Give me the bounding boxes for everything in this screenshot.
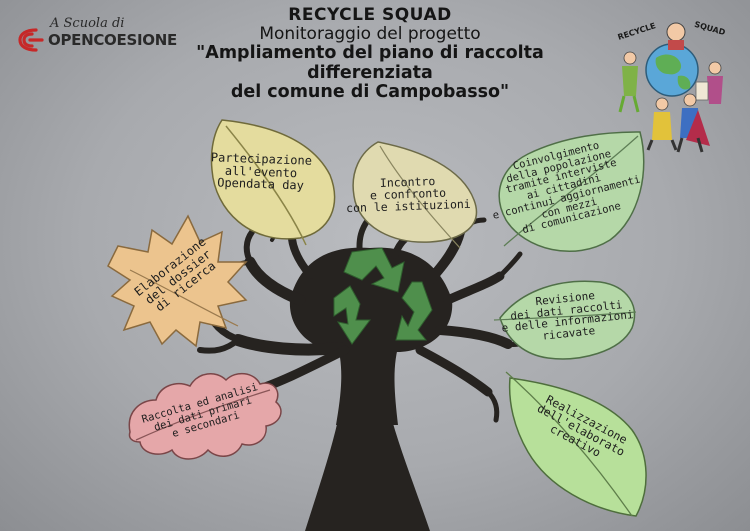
- leaf-bottom-left: [128, 372, 282, 460]
- recycle-squad-mascot-icon: [618, 22, 723, 153]
- leaf-bottom-right: [505, 371, 647, 517]
- leaf-top-right: [498, 131, 645, 253]
- title-block: RECYCLE SQUAD Monitoraggio del progetto …: [150, 5, 590, 103]
- leaf-top-left: [210, 119, 336, 246]
- logo-line-1: A Scuola di: [50, 16, 125, 31]
- leaf-text-top-center: Incontro e confronto con le istituzioni: [345, 174, 471, 216]
- leaf-top-center: [352, 141, 478, 249]
- tree: [289, 247, 453, 531]
- project-name: RECYCLE SQUAD: [288, 5, 452, 25]
- leaf-left: [107, 214, 248, 348]
- logo-line-2: OPENCOESIONE: [48, 31, 177, 49]
- recycle-icon: [333, 247, 433, 345]
- subtitle: Monitoraggio del progetto: [259, 24, 481, 45]
- opencoesione-logo-icon: [18, 28, 44, 52]
- opencoesione-logo: A Scuola di OPENCOESIONE: [10, 14, 177, 54]
- leaf-right: [493, 280, 637, 360]
- project-title-line-1: "Ampliamento del piano di raccolta diffe…: [196, 43, 544, 83]
- leaf-text-top-left: Partecipazione all'evento Opendata day: [210, 150, 313, 193]
- project-title-line-2: del comune di Campobasso": [230, 82, 510, 103]
